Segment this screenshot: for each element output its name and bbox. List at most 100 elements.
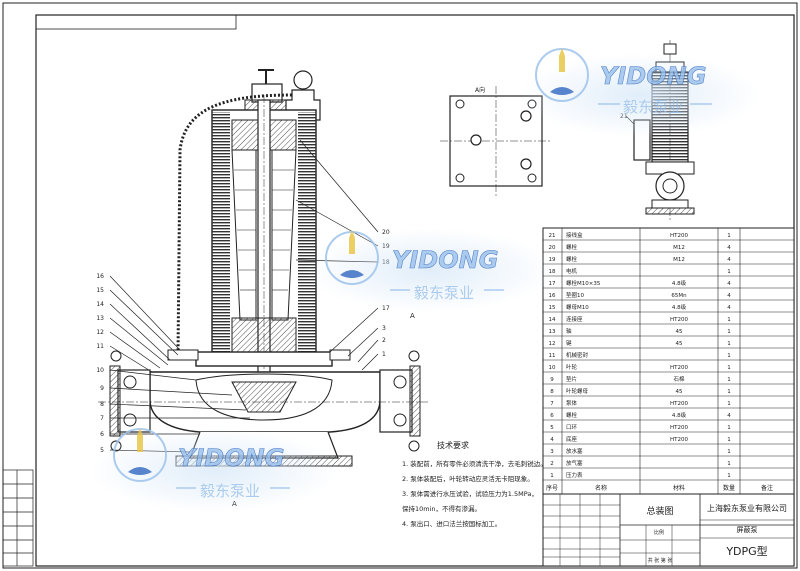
- bom-cell-material: M12: [673, 257, 685, 263]
- bom-cell-no: 4: [550, 437, 554, 443]
- bom-cell-qty: 1: [727, 269, 731, 275]
- product-type: 屏蔽泵: [737, 525, 758, 534]
- bom-cell-material: 4.8级: [672, 279, 687, 287]
- bom-cell-qty: 1: [727, 353, 731, 359]
- model-name: YDPG型: [725, 544, 767, 558]
- bom-cell-material: HT200: [670, 437, 688, 443]
- callout-8: 8: [100, 401, 104, 408]
- bom-header-no: 序号: [546, 484, 558, 492]
- watermark-middle: YIDONG 毅东泵业: [305, 228, 555, 312]
- bom-cell-material: HT200: [670, 317, 688, 323]
- bom-cell-name: 垫圈10: [566, 291, 584, 299]
- bom-cell-no: 11: [549, 353, 556, 359]
- bom-cell-name: 键: [566, 339, 572, 347]
- note-2: 2. 泵体装配后，叶轮转动应灵活无卡阻现象。: [402, 474, 534, 483]
- bom-cell-qty: 1: [727, 341, 731, 347]
- callout-1: 1: [382, 351, 386, 358]
- callout-12: 12: [96, 329, 104, 336]
- callout-3: 3: [382, 325, 386, 332]
- bom-cell-material: 45: [676, 389, 683, 395]
- bom-cell-qty: 1: [727, 449, 731, 455]
- bom-cell-no: 6: [550, 413, 554, 419]
- callout-16: 16: [96, 273, 104, 280]
- a-view-label: A向: [475, 86, 485, 94]
- bom-cell-material: 65Mn: [671, 293, 687, 299]
- bom-cell-qty: 1: [727, 377, 731, 383]
- watermark-bottom-cn: 毅东泵业: [200, 482, 260, 500]
- bom-cell-material: 石棉: [673, 375, 685, 383]
- bom-cell-no: 19: [549, 257, 556, 263]
- bom-cell-material: 45: [676, 329, 683, 335]
- left-callout-labels: 16 15 14 13 12 11 10 9 8 7 6 5: [96, 273, 104, 454]
- note-4: 4. 泵出口、进口法兰按国标加工。: [402, 519, 501, 528]
- bom-header-material: 材料: [673, 484, 685, 492]
- callout-11: 11: [96, 343, 104, 350]
- bom-cell-material: HT200: [670, 425, 688, 431]
- bom-cell-no: 16: [549, 293, 556, 299]
- note-3: 3. 泵体需进行水压试验，试验压力为1.5MPa，: [402, 489, 538, 498]
- bom-cell-material: HT200: [670, 401, 688, 407]
- bom-cell-name: 叶轮: [566, 363, 578, 371]
- bom-cell-no: 13: [549, 329, 556, 335]
- bom-cell-qty: 1: [727, 317, 731, 323]
- callout-7: 7: [100, 415, 104, 422]
- bom-cell-qty: 1: [727, 329, 731, 335]
- bom-cell-material: HT200: [670, 365, 688, 371]
- bom-cell-qty: 1: [727, 437, 731, 443]
- bom-cell-no: 12: [549, 341, 556, 347]
- bom-cell-name: 放水塞: [566, 447, 583, 455]
- bom-cell-no: 15: [549, 305, 556, 311]
- callout-14: 14: [96, 301, 104, 308]
- bom-cell-name: 压力表: [566, 471, 583, 479]
- bom-cell-material: M12: [673, 245, 685, 251]
- bom-cell-no: 9: [550, 377, 554, 383]
- bom-cell-no: 17: [549, 281, 556, 287]
- bom-cell-name: 电机: [566, 267, 578, 275]
- bom-cell-no: 1: [550, 473, 554, 479]
- bom-cell-name: 垫片: [566, 375, 577, 383]
- sheet-label: 共 张 第 张: [648, 557, 673, 564]
- section-marker-top: A: [410, 312, 415, 320]
- bom-cell-name: 接线盒: [566, 231, 583, 239]
- bom-cell-qty: 1: [727, 389, 731, 395]
- technical-notes: 技术要求 1. 装配前，所有零件必须清洗干净，去毛刺锐边。 2. 泵体装配后，叶…: [402, 440, 547, 528]
- bom-cell-no: 7: [550, 401, 554, 407]
- callout-9: 9: [100, 385, 104, 392]
- scale-label: 比例: [654, 529, 664, 536]
- bom-cell-material: 4.8级: [672, 303, 687, 311]
- bom-cell-name: 轴: [566, 327, 572, 335]
- bom-cell-name: 螺栓: [566, 411, 578, 419]
- bom-cell-no: 5: [550, 425, 554, 431]
- bom-cell-name: 螺栓: [566, 243, 578, 251]
- bom-cell-qty: 1: [727, 365, 731, 371]
- bom-cell-no: 20: [549, 245, 556, 251]
- bom-cell-no: 2: [550, 461, 554, 467]
- bom-cell-no: 14: [549, 317, 556, 323]
- callout-6: 6: [100, 431, 104, 438]
- callout-2: 2: [382, 337, 386, 344]
- callout-10: 10: [96, 367, 104, 374]
- callout-13: 13: [96, 315, 104, 322]
- bom-cell-qty: 4: [727, 413, 731, 419]
- watermark-middle-logo: YIDONG: [392, 246, 498, 274]
- company-name: 上海毅东泵业有限公司: [707, 503, 787, 513]
- bom-cell-name: 底座: [566, 435, 578, 443]
- bom-cell-material: 4.8级: [672, 411, 687, 419]
- watermark-bottom: YIDONG 毅东泵业: [90, 428, 340, 512]
- callout-5: 5: [100, 447, 104, 454]
- note-3b: 保持10min，不得有渗漏。: [402, 504, 481, 513]
- bom-cell-name: 叶轮螺母: [566, 387, 589, 395]
- bom-table: 21接线盒HT200120螺栓M12419螺栓M12418电机117螺栓M10×…: [542, 227, 795, 495]
- bom-cell-qty: 4: [727, 245, 731, 251]
- bom-cell-no: 10: [549, 365, 556, 371]
- callout-15: 15: [96, 287, 104, 294]
- notes-title: 技术要求: [437, 440, 469, 450]
- bom-cell-qty: 1: [727, 473, 731, 479]
- pump-section-view: [98, 69, 430, 467]
- bom-cell-material: HT200: [670, 233, 688, 239]
- bom-header-name: 名称: [595, 484, 607, 492]
- bom-cell-no: 8: [550, 389, 554, 395]
- bom-cell-qty: 4: [727, 305, 731, 311]
